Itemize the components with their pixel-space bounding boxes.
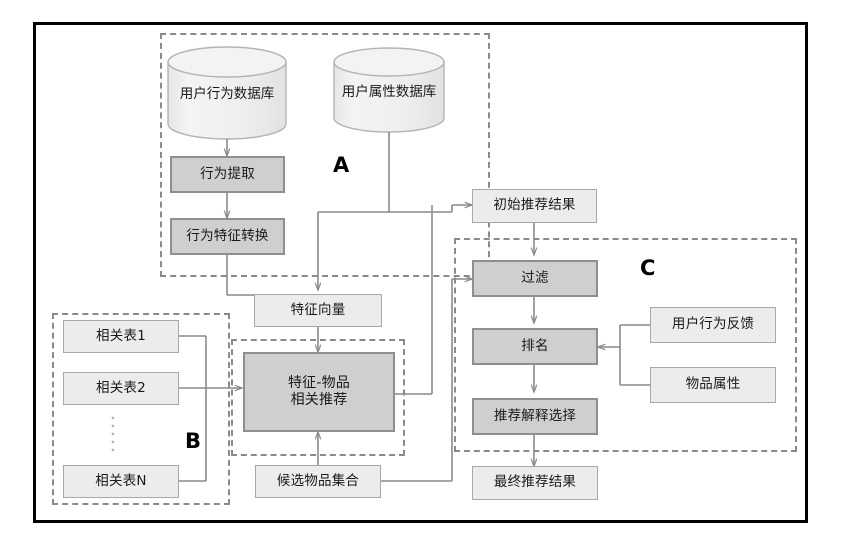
region-label-c: C [640, 256, 656, 280]
node-filter[interactable]: 过滤 [472, 260, 598, 297]
node-user-behavior-feedback[interactable]: 用户行为反馈 [650, 307, 776, 343]
node-ranking[interactable]: 排名 [472, 328, 598, 365]
node-final-recommend-result[interactable]: 最终推荐结果 [472, 466, 598, 500]
region-a-boundary [160, 33, 490, 277]
node-feature-item-recommend-line1: 特征-物品 [287, 375, 351, 392]
node-related-table-1[interactable]: 相关表1 [63, 320, 179, 353]
node-item-attribute[interactable]: 物品属性 [650, 367, 776, 403]
node-related-table-2[interactable]: 相关表2 [63, 372, 179, 405]
region-c-boundary [454, 238, 797, 452]
node-initial-recommend-result[interactable]: 初始推荐结果 [472, 189, 597, 223]
region-b-boundary [52, 313, 230, 505]
node-feature-item-recommend[interactable]: 特征-物品 相关推荐 [243, 352, 395, 432]
node-feature-vector[interactable]: 特征向量 [254, 294, 382, 327]
node-feature-item-recommend-line2: 相关推荐 [290, 392, 348, 408]
node-related-table-n[interactable]: 相关表N [63, 465, 179, 498]
node-behavior-feature-transform[interactable]: 行为特征转换 [170, 218, 285, 255]
node-behavior-extract[interactable]: 行为提取 [170, 156, 285, 193]
node-explanation-select[interactable]: 推荐解释选择 [472, 398, 598, 435]
region-label-b: B [185, 429, 202, 453]
node-candidate-item-set[interactable]: 候选物品集合 [255, 465, 381, 498]
region-label-a: A [333, 153, 350, 177]
